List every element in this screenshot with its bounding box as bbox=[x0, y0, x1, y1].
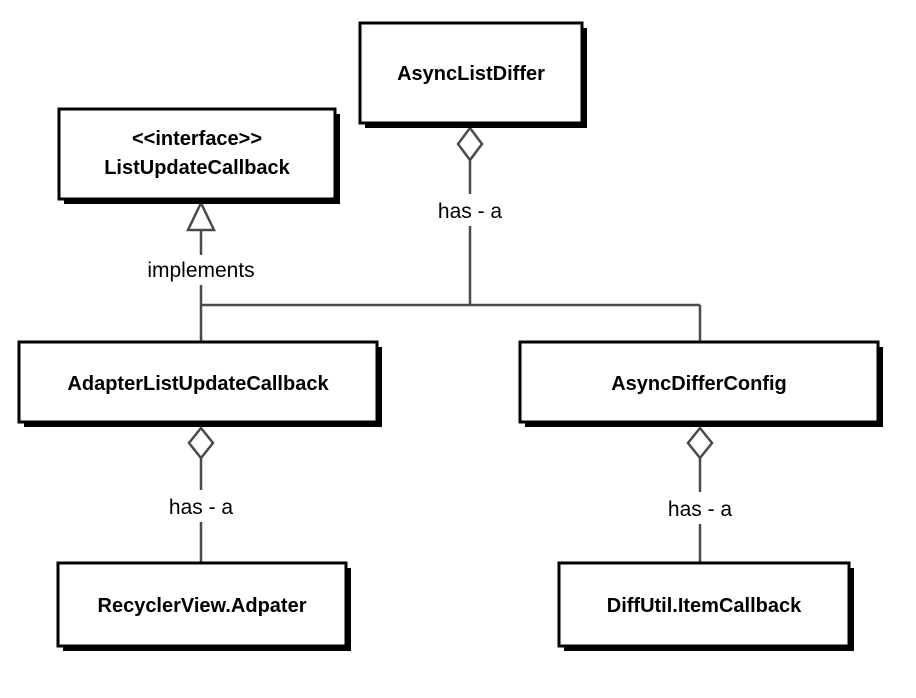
relation-text: implements bbox=[147, 259, 254, 282]
class-diff-util-item-callback: DiffUtil.ItemCallback bbox=[557, 561, 854, 651]
class-async-differ-config: AsyncDifferConfig bbox=[518, 340, 883, 427]
relation-label-adapter: has - a bbox=[156, 490, 246, 522]
relation-label-config: has - a bbox=[655, 492, 745, 524]
class-recycler-view-adapter: RecyclerView.Adpater bbox=[56, 561, 351, 651]
relation-label-implements: implements bbox=[134, 255, 268, 285]
class-name: AsyncListDiffer bbox=[397, 63, 545, 85]
relation-text: has - a bbox=[668, 498, 733, 521]
class-async-list-differ: AsyncListDiffer bbox=[358, 21, 587, 128]
class-name: DiffUtil.ItemCallback bbox=[607, 595, 802, 617]
aggregation-diamond-icon bbox=[686, 425, 714, 461]
generalization-triangle-icon bbox=[186, 200, 216, 232]
aggregation-diamond-icon bbox=[456, 125, 484, 163]
class-stereotype: <<interface>> bbox=[132, 128, 262, 150]
aggregation-diamond-icon bbox=[187, 425, 215, 461]
class-list-update-callback: <<interface>> ListUpdateCallback bbox=[57, 107, 340, 204]
relation-label-differ: has - a bbox=[425, 194, 515, 226]
class-name: AdapterListUpdateCallback bbox=[67, 373, 329, 395]
relation-text: has - a bbox=[438, 200, 503, 223]
class-name: AsyncDifferConfig bbox=[611, 373, 787, 395]
class-name: RecyclerView.Adpater bbox=[98, 595, 307, 617]
class-adapter-list-update-callback: AdapterListUpdateCallback bbox=[17, 340, 382, 427]
relation-text: has - a bbox=[169, 496, 234, 519]
class-name: ListUpdateCallback bbox=[104, 157, 290, 179]
